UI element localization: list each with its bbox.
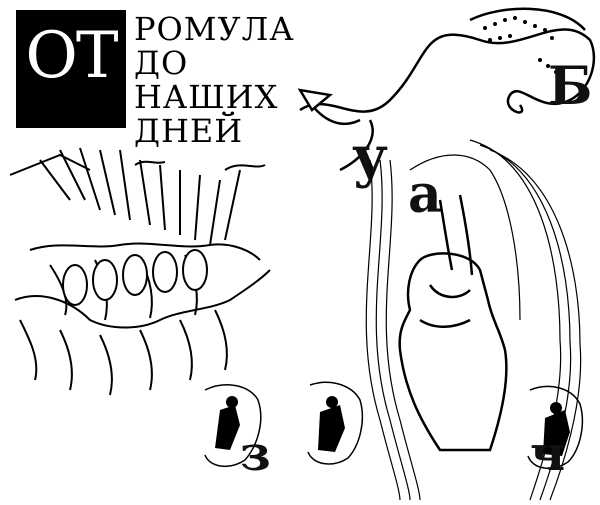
emblem-right-illustration (527, 385, 584, 469)
ribbon-letter-u: у (352, 124, 388, 190)
ribbon-illustration (297, 7, 596, 172)
title-line-2: ДО (134, 44, 189, 82)
title-line-4: ДНЕЙ (134, 112, 244, 150)
ribbon-letter-b: Б (548, 56, 592, 117)
title-highlight-block: ОТ (16, 10, 126, 128)
hand-letter-a: а (408, 164, 442, 225)
emblem-middle-illustration (307, 381, 364, 465)
hand-illustration (398, 194, 508, 452)
emblem-left-illustration (204, 384, 262, 467)
shields-illustration (62, 249, 208, 306)
title-highlight: ОТ (25, 19, 118, 93)
ribbon-dots (483, 16, 558, 74)
title-line-1: РОМУЛА (134, 10, 295, 48)
emblem-letter-z: з (240, 426, 271, 482)
river-wave-illustration (365, 139, 582, 501)
title-line-3: НАШИХ (134, 78, 279, 116)
emblem-letter-ch: ч (530, 426, 565, 482)
